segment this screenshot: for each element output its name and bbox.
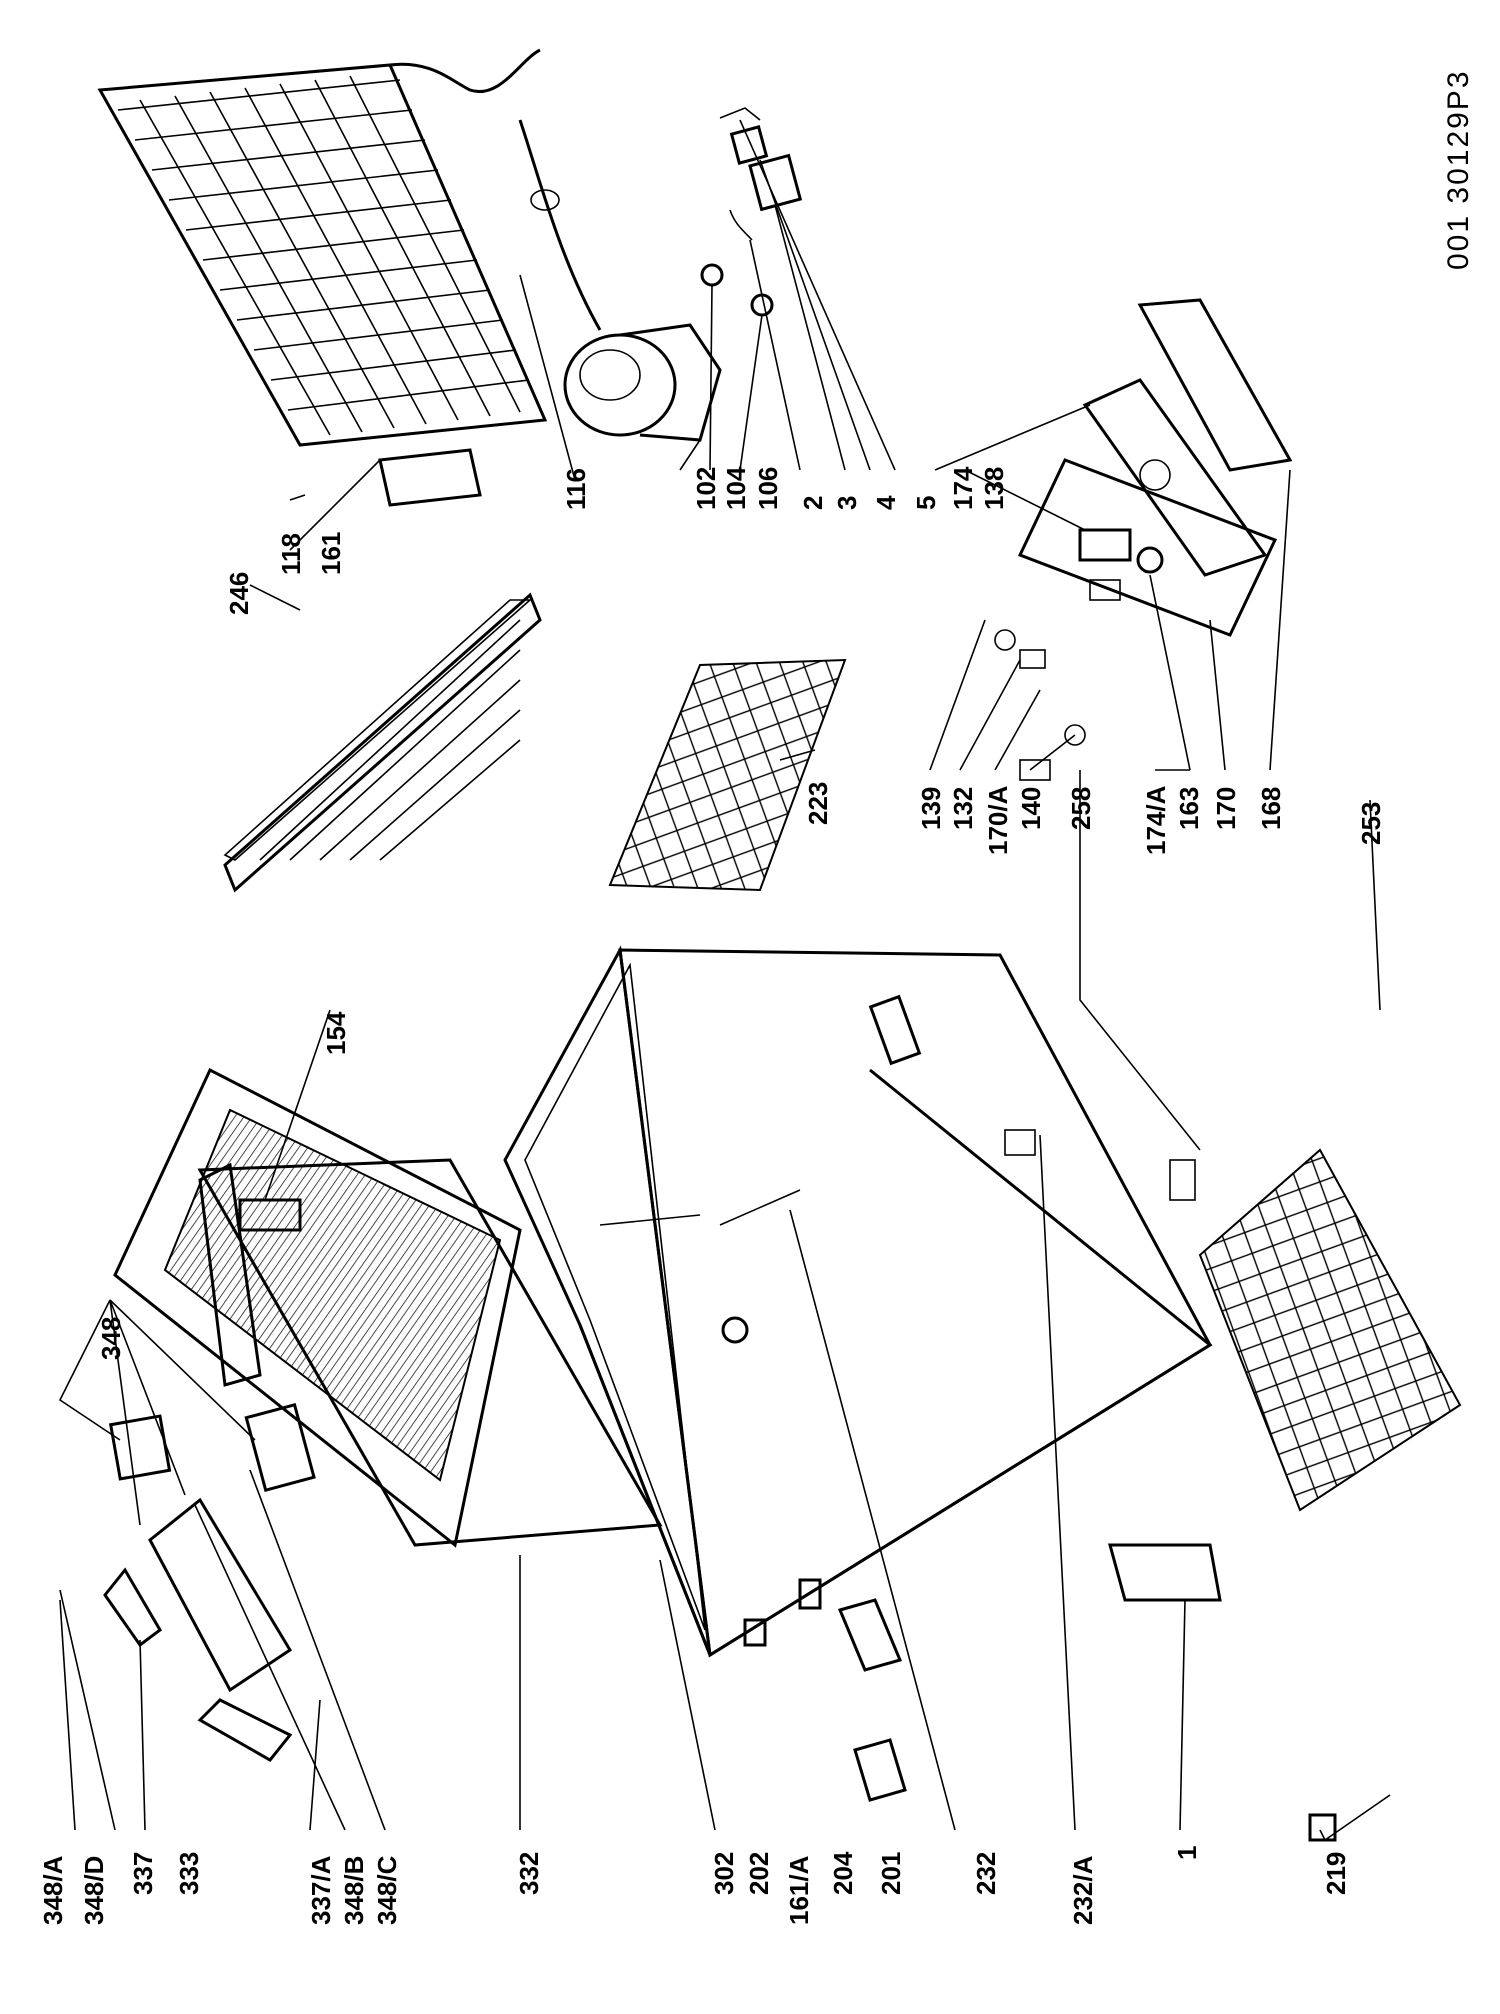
label-2: 2	[798, 496, 828, 510]
label-202: 202	[744, 1852, 774, 1895]
label-106: 106	[753, 467, 783, 510]
label-174a: 174/A	[1141, 785, 1171, 855]
bracket-161	[378, 448, 482, 507]
label-118: 118	[276, 533, 306, 575]
label-219: 219	[1321, 1852, 1351, 1895]
label-104: 104	[721, 466, 751, 510]
hinge-set	[103, 1402, 316, 1762]
label-246: 246	[224, 572, 254, 615]
lid-assembly	[113, 1067, 522, 1548]
compressor	[518, 119, 722, 442]
label-201: 201	[876, 1852, 906, 1895]
drawing-code: 001 30129P3	[1442, 69, 1475, 270]
label-348d: 348/D	[79, 1856, 109, 1925]
label-1: 1	[1172, 1846, 1202, 1860]
label-102: 102	[691, 467, 721, 510]
label-116: 116	[561, 468, 591, 510]
condenser-coil	[97, 48, 548, 447]
label-170a: 170/A	[983, 785, 1013, 855]
grid-panel-223	[608, 658, 847, 892]
leader-lines	[58, 119, 1391, 1841]
label-163: 163	[1174, 787, 1204, 830]
label-5: 5	[911, 496, 941, 510]
inner-panel	[197, 1158, 663, 1547]
label-332: 332	[514, 1852, 544, 1895]
label-3: 3	[832, 496, 862, 510]
label-174: 174	[948, 466, 978, 510]
label-232a: 232/A	[1068, 1855, 1098, 1925]
label-232: 232	[971, 1852, 1001, 1895]
label-348b: 348/B	[339, 1856, 369, 1925]
label-138: 138	[979, 467, 1009, 510]
label-337: 337	[128, 1852, 158, 1895]
freezer-cabinet	[503, 945, 1213, 1658]
evaporator-shelf	[223, 592, 542, 893]
small-hardware	[743, 1578, 907, 1802]
relay-parts	[700, 107, 803, 317]
label-348: 348	[96, 1317, 126, 1360]
label-170: 170	[1211, 787, 1241, 830]
part-labels: 246 118 161 116 102 104 106 2 3 4 5 174 …	[38, 466, 1386, 1925]
label-161: 161	[316, 532, 346, 575]
label-348a: 348/A	[38, 1855, 68, 1925]
label-348c: 348/C	[372, 1855, 402, 1925]
label-204: 204	[828, 1851, 858, 1895]
label-253: 253	[1356, 802, 1386, 845]
label-161a: 161/A	[784, 1855, 814, 1925]
label-154: 154	[321, 1011, 351, 1055]
label-333: 333	[174, 1852, 204, 1895]
label-258: 258	[1066, 787, 1096, 830]
label-140: 140	[1016, 787, 1046, 830]
label-223: 223	[803, 782, 833, 825]
label-168: 168	[1256, 787, 1286, 830]
control-panel	[994, 298, 1293, 781]
wire-basket	[1198, 1148, 1462, 1512]
label-337a: 337/A	[306, 1855, 336, 1925]
label-4: 4	[871, 495, 901, 510]
label-139: 139	[916, 787, 946, 830]
label-132: 132	[948, 787, 978, 830]
label-302: 302	[709, 1852, 739, 1895]
part-1	[1108, 1543, 1337, 1842]
